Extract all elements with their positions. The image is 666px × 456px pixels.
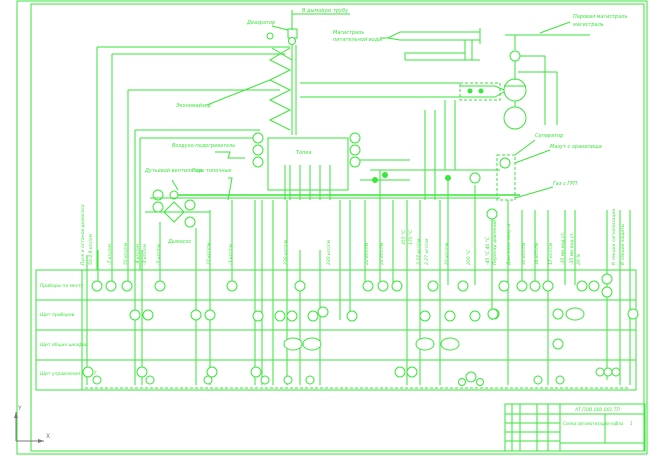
economizer-coils xyxy=(268,47,293,131)
vlabel: 2,27 кгс/см xyxy=(424,238,430,265)
vlabel: 200 °С xyxy=(466,249,472,265)
row-label-local: Приборы по месту xyxy=(40,283,84,289)
vlabel: -35 мм вод.ст. xyxy=(560,232,566,265)
row-label-panel: Щит приборов xyxy=(40,312,75,318)
flue-gases-label: Газы топочные xyxy=(192,168,232,174)
drawing-code: АТ.ПОВ.000.001.ТП xyxy=(574,407,620,413)
separator-label: Сепаратор xyxy=(535,133,563,139)
chimney-label: В дымовую трубу xyxy=(302,8,349,14)
deaerator-instrument[interactable] xyxy=(288,37,296,45)
vlabel: Перепад давлений xyxy=(492,220,498,265)
vlabel: 50-2,9 кгс/см xyxy=(88,234,94,265)
gas-supply-label: Газ с ГРП xyxy=(553,181,577,187)
separator-instrument[interactable] xyxy=(499,157,511,169)
vlabel: Пуск и останов дымососа xyxy=(80,204,86,265)
vlabel: -7 кгс/см xyxy=(107,244,113,265)
upper-steam-drum xyxy=(503,78,527,102)
steam-main-label-2: магистраль xyxy=(573,22,604,28)
ucs-y-label: Y xyxy=(17,405,22,412)
ucs-x-label: X xyxy=(46,433,50,440)
vertical-labels: Пуск и останов дымососа 50-2,9 кгс/см -7… xyxy=(80,204,626,266)
vlabel: 22 кгс/см xyxy=(364,242,370,265)
sheet-number: 1 xyxy=(615,421,618,426)
vlabel: 170 °С xyxy=(408,229,414,245)
outer-frame xyxy=(16,0,648,455)
smoke-exhauster-label: Дымосос xyxy=(167,239,191,245)
vlabel: 50 кгс/см xyxy=(123,242,129,265)
vlabel: 20 % xyxy=(576,254,582,265)
vlabel: -3 кгс/см xyxy=(228,244,234,265)
drawing-name: Схема автоматизации котла xyxy=(563,421,624,426)
vlabel: 16 кгс/см xyxy=(534,242,540,265)
lower-steam-drum xyxy=(503,106,527,130)
sheet-count: 1 xyxy=(630,421,633,426)
vlabel: 22 кгс/см xyxy=(444,242,450,265)
feed-water-label-2: питательной воды xyxy=(333,37,382,43)
furnace xyxy=(267,137,349,191)
vlabel: -4 кгс/см xyxy=(135,244,141,265)
steam-main-label: Паровая магистраль xyxy=(573,14,627,20)
vlabel: 22 кгс/см xyxy=(206,242,212,265)
title-block xyxy=(504,403,646,452)
air-heater-label: Воздухо-подогреватель xyxy=(172,143,235,149)
vlabel: 230 кгс/см xyxy=(283,239,289,265)
vlabel: 17 кгс/см xyxy=(548,242,554,265)
inner-frame xyxy=(30,3,645,452)
control-panel-instruments[interactable] xyxy=(82,366,621,386)
filter-symbol xyxy=(163,201,185,223)
vlabel: Давление мазута xyxy=(506,224,512,266)
vlabel: 230 кгс/см xyxy=(326,239,332,265)
row-label-control: Щит управления ЗД и Т xyxy=(40,371,98,377)
vlabel: 30 кгс/см xyxy=(521,242,527,265)
cabinet-instruments[interactable] xyxy=(283,307,585,351)
process-frames xyxy=(96,46,290,270)
vlabel: 2,27 кгс/см xyxy=(416,238,422,265)
furnace-internal-piping xyxy=(275,165,345,200)
vlabel: -45 °С 40 °С xyxy=(485,236,491,265)
deaerator-label: Деаэратор xyxy=(246,20,275,26)
panel-instruments[interactable] xyxy=(129,306,639,322)
blower-fan-label: Дутьевой вентилятор xyxy=(144,168,202,174)
feed-water-label-1: Магистраль xyxy=(333,30,364,36)
vlabel: К секции сигнализации xyxy=(611,209,617,265)
vlabel: 355 °С xyxy=(401,229,407,245)
local-instruments[interactable] xyxy=(91,273,613,298)
instrumentation-table xyxy=(35,269,637,391)
vlabel: 22 кгс/см xyxy=(379,242,385,265)
vlabel: -3 кгс/см xyxy=(142,244,148,265)
steam-pressure-instrument[interactable] xyxy=(509,50,521,62)
fuel-supply-label: Мазут с хранилища xyxy=(550,144,602,150)
vlabel: К секции защиты xyxy=(620,223,626,265)
ucs-icon: Y X xyxy=(14,405,50,443)
vlabel: -35 мм вод.ст. xyxy=(569,232,575,265)
furnace-label: Топка xyxy=(296,150,311,156)
furnace-instruments xyxy=(252,132,361,168)
economizer-label: Экономайзер xyxy=(175,103,211,109)
row-label-cabinet: Щит общих шкафов xyxy=(40,342,88,348)
vlabel: -5 кгс/см xyxy=(156,244,162,265)
